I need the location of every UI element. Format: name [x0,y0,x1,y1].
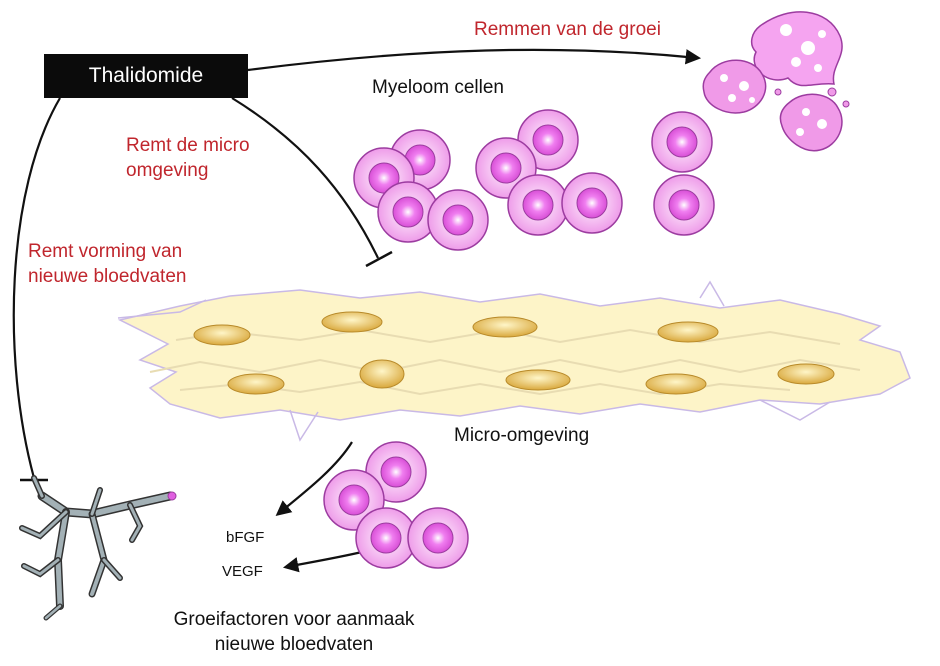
myeloma-cell [377,181,439,243]
myeloma-cells-upper [353,109,715,251]
myeloma-cell [427,189,489,251]
arrow-to-vegf [282,550,363,573]
dying-myeloma-cells [702,11,850,152]
inhibit-line-micro-environment [231,97,379,259]
myeloma-cell [651,111,713,173]
myeloma-cells-lower [323,441,469,569]
growth-factors-label: Groeifactoren voor aanmaak nieuwe bloedv… [173,609,415,655]
arrow-to-bfgf [275,441,353,516]
thalidomide-label: Thalidomide [88,64,204,87]
thalidomide-box: Thalidomide [44,54,248,98]
vegf-label: VEGF [222,563,263,580]
arrow-to-growth-inhibition [247,48,702,72]
stromal-nuclei [193,311,835,395]
micro-environment-label: Micro-omgeving [454,425,590,446]
micro-environment-stroma [117,280,911,442]
inhibit-bar-micro-environment [365,250,393,268]
blood-vessel [19,475,175,621]
inhibit-growth-label: Remmen van de groei [474,19,661,40]
myeloma-cell [561,172,623,234]
myeloma-cells-label: Myeloom cellen [372,77,504,98]
inhibit-line-blood-vessels [12,97,61,479]
myeloma-cell [507,174,569,236]
vessel-tip [167,491,177,501]
myeloma-cell [407,507,469,569]
inhibit-vessels-label: Remt vorming van nieuwe bloedvaten [28,241,187,287]
myeloma-cell [653,174,715,236]
bfgf-label: bFGF [226,529,265,546]
inhibit-micro-label: Remt de micro omgeving [126,135,250,181]
myeloma-cell [355,507,417,569]
